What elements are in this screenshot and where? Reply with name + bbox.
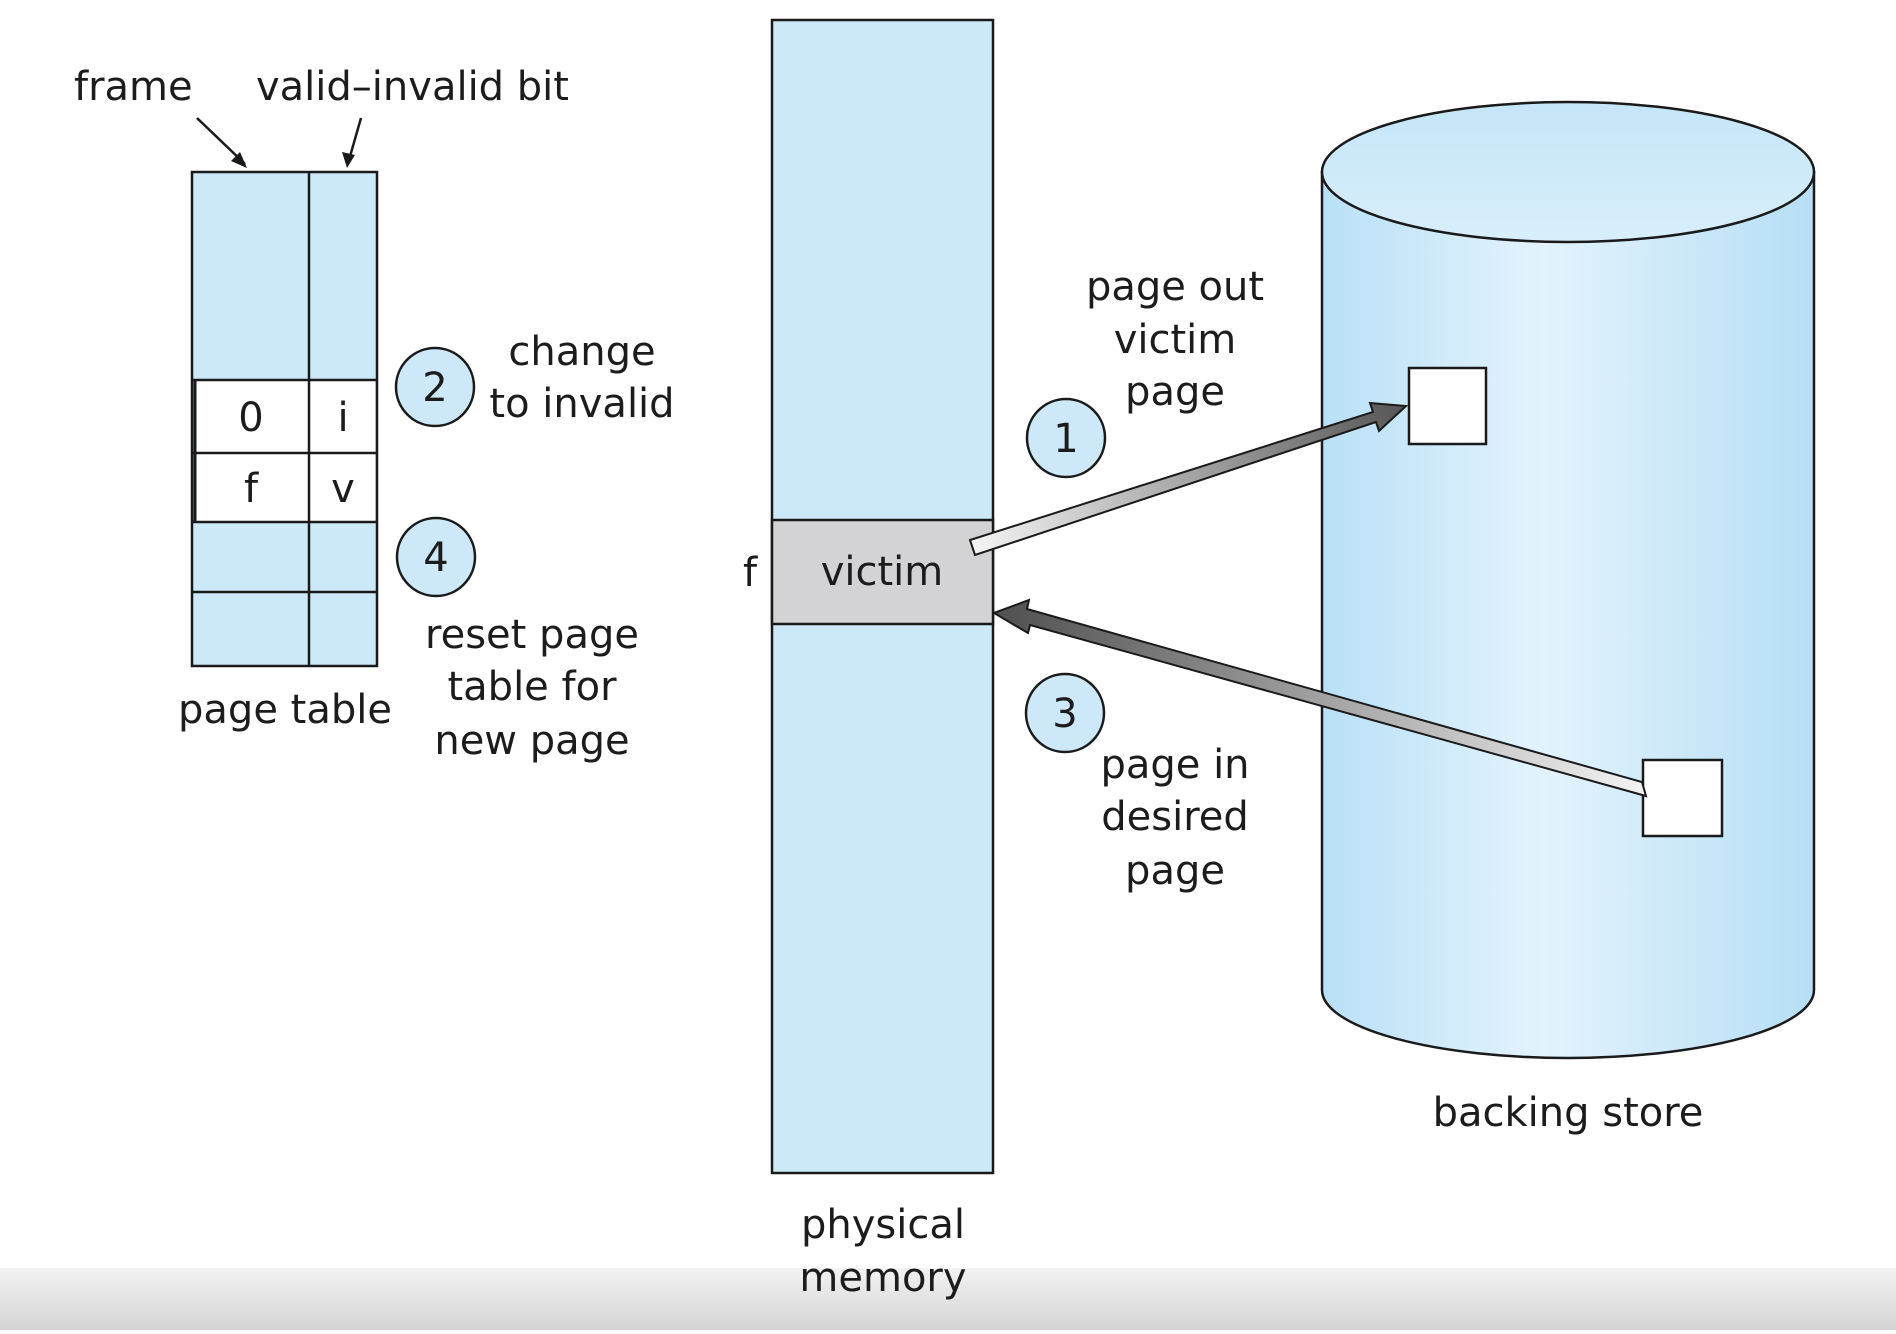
row-old-bit: i <box>337 395 348 441</box>
victim-label: victim <box>821 549 944 595</box>
step-2-text-line1: change <box>508 329 655 375</box>
step-3-text-line2: desired <box>1101 794 1249 840</box>
page-in-arrow <box>991 598 1648 798</box>
step-4-text-line1: reset page <box>425 612 639 658</box>
page-table-active-rows <box>194 380 375 522</box>
victim-page-block <box>1407 366 1488 446</box>
desired-page-block <box>1641 758 1724 838</box>
step-2-text-line2: to invalid <box>489 381 674 427</box>
step-3-badge <box>1024 672 1106 754</box>
step-3: 3 page in desired page <box>1024 672 1250 894</box>
row-old-frame: 0 <box>238 395 263 441</box>
page-table: 0 i f v frame valid–invalid bit page tab… <box>74 64 569 733</box>
frame-f-marker: f <box>743 550 758 596</box>
valid-invalid-label: valid–invalid bit <box>256 64 569 110</box>
physical-memory-caption-line2: memory <box>799 1255 966 1301</box>
frame-column-label: frame <box>74 64 193 110</box>
step-2-number: 2 <box>422 365 447 411</box>
step-1-text-line2: victim <box>1114 317 1237 363</box>
step-3-number: 3 <box>1052 691 1077 737</box>
cylinder-top <box>1320 100 1816 244</box>
physical-memory-caption-line1: physical <box>801 1202 965 1248</box>
step-4: 4 reset page table for new page <box>395 516 639 764</box>
step-4-text-line2: table for <box>447 664 617 710</box>
step-1-number: 1 <box>1053 416 1078 462</box>
backing-store: backing store <box>1320 100 1816 1136</box>
step-1-text-line3: page <box>1125 369 1225 415</box>
step-1-text-line1: page out <box>1086 264 1264 310</box>
footer-band <box>0 1268 1896 1330</box>
step-1-badge <box>1025 397 1107 479</box>
step-2: 2 change to invalid <box>394 329 675 428</box>
step-4-badge <box>395 516 477 598</box>
physical-memory: victim f physical memory <box>743 18 995 1301</box>
step-3-text-line1: page in <box>1100 742 1249 788</box>
valid-bit-pointer-arrow <box>347 117 363 161</box>
backing-store-caption: backing store <box>1433 1090 1704 1136</box>
row-new-frame: f <box>244 466 259 512</box>
step-1: 1 page out victim page <box>1025 264 1264 479</box>
page-out-arrow <box>968 401 1409 557</box>
step-4-text-line3: new page <box>434 718 629 764</box>
page-table-caption: page table <box>178 687 392 733</box>
row-new-bit: v <box>331 466 355 512</box>
step-2-badge <box>394 346 476 428</box>
step-4-number: 4 <box>423 535 448 581</box>
step-3-text-line3: page <box>1125 848 1225 894</box>
cylinder-body <box>1320 170 1816 1060</box>
victim-frame <box>770 518 995 626</box>
